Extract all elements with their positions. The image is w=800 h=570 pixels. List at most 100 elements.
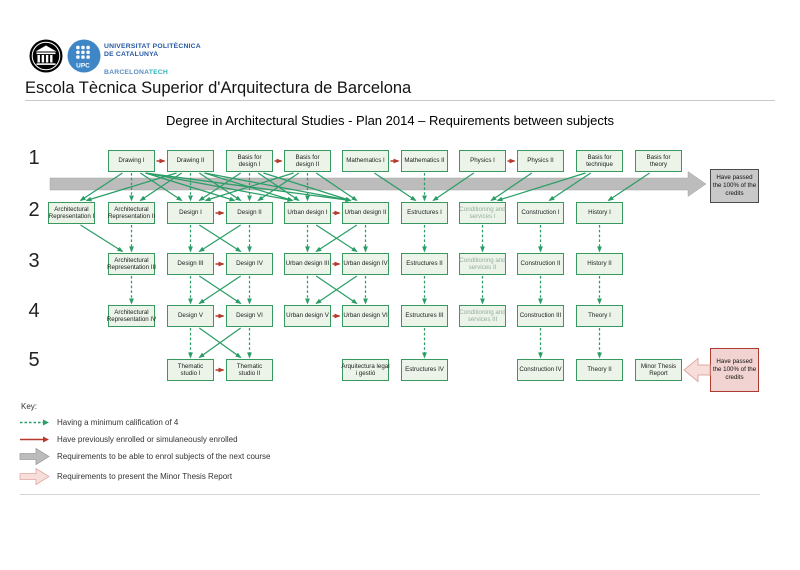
green-arrow [315,224,358,253]
green-arrow [490,172,533,202]
green-dashed-arrow-icon [20,419,49,426]
green-arrow [315,275,358,305]
key-item-pink: Requirements to present the Minor Thesis… [19,467,232,486]
year-label-2: 2 [28,199,40,221]
subject-box-ds4: Design IV [226,253,273,275]
green-arrow [198,327,242,359]
subject-box-c4: Construction IV [517,359,564,381]
green-arrow [263,172,352,202]
subject-box-bd2: Basis for design II [284,150,331,172]
university-line2: DE CATALUNYA [104,51,159,59]
year-label-4: 4 [28,300,40,322]
header-divider [25,100,775,101]
subject-box-ds2: Design II [226,202,273,224]
subject-box-p2: Physics II [517,150,564,172]
subject-box-ar2: Architectural Representation II [108,202,155,224]
key-item-green: Having a minimum calification of 4 [19,417,178,428]
subject-box-c3: Construction III [517,305,564,327]
subject-box-ds5: Design V [167,305,214,327]
subject-box-t1: Theory I [576,305,623,327]
red-arrow-icon [20,436,49,443]
green-arrow [496,172,586,202]
etsab-logo-icon [29,39,63,73]
green-arrow [204,172,294,202]
upc-logo-icon: UPC [67,39,101,73]
subject-box-p1: Physics I [459,150,506,172]
subject-box-alg: Arquitectura legal i gestió [341,359,390,381]
school-name: Escola Tècnica Superior d'Arquitectura d… [25,79,412,97]
green-arrow [199,275,242,305]
subject-box-m2: Mathematics II [401,150,448,172]
university-brand: BARCELONATECH [104,60,201,80]
key-item-red: Have previously enrolled or simulaneousl… [19,434,238,445]
subject-box-ar1: Architectural Representation I [48,202,95,224]
subject-box-ds1: Design I [167,202,214,224]
subject-box-cs2: Conditioning and services II [459,253,506,275]
diagram-title: Degree in Architectural Studies - Plan 2… [165,113,615,128]
year-label-1: 1 [28,147,40,169]
green-arrow [139,172,182,202]
subject-box-u3: Urban design III [284,253,331,275]
key-label-pink: Requirements to present the Minor Thesis… [57,472,233,481]
key-label-green: Having a minimum calification of 4 [57,418,179,427]
green-arrow [140,172,183,202]
university-name-block: UNIVERSITAT POLITÈCNICA DE CATALUNYA BAR… [104,43,201,80]
green-arrow [198,275,241,305]
subject-box-bd1: Basis for design I [226,150,273,172]
green-arrow [199,172,242,202]
subject-box-e3: Estructures III [401,305,448,327]
subject-box-t2: Theory II [576,359,623,381]
subject-box-ar4: Architectural Representation IV [107,305,156,327]
green-arrow [607,172,650,202]
gray-block-arrow-icon [19,447,50,466]
key-title: Key: [21,402,38,411]
key-label-gray: Requirements to be able to enrol subject… [57,452,271,461]
subject-box-u6: Urban design VI [342,305,389,327]
subject-box-u4: Urban design IV [342,253,389,275]
green-arrow [315,172,358,202]
subject-box-h2: History II [576,253,623,275]
green-arrow [432,172,475,202]
subject-box-c1: Construction I [517,202,564,224]
pink-banner-arrow [683,357,711,383]
green-arrow [79,172,123,202]
subject-box-bte: Basis for technique [576,150,623,172]
green-arrow [204,172,294,202]
green-arrow [199,224,242,253]
subject-box-h1: History I [576,202,623,224]
subject-box-mtr: Minor Thesis Report [635,359,682,381]
green-arrow [198,172,241,202]
gray-banner-arrow [49,171,707,197]
subject-box-u2: Urban design II [342,202,389,224]
university-line1: UNIVERSITAT POLITÈCNICA [104,43,201,50]
subject-box-cs3: Conditioning and services III [459,305,506,327]
subject-box-c2: Construction II [517,253,564,275]
green-arrow [257,172,300,202]
subject-box-e2: Estructures II [401,253,448,275]
subject-box-d2: Drawing II [167,150,214,172]
year-label-3: 3 [28,250,40,272]
upc-acronym: UPC [76,63,90,70]
green-arrow [257,172,300,202]
subject-box-e1: Estructures I [401,202,448,224]
subject-box-m1: Mathematics I [342,150,389,172]
bottom-divider [20,494,760,495]
green-arrow [80,224,124,253]
green-arrow [198,224,241,253]
green-arrow [315,275,358,305]
subject-box-ts1: Thematic studio I [167,359,214,381]
subject-box-d1: Drawing I [108,150,155,172]
brand-tech: TECH [148,68,169,76]
green-arrow [198,327,242,359]
green-arrow [315,224,358,253]
subject-box-u1: Urban design I [284,202,331,224]
subject-box-ds6: Design VI [226,305,273,327]
green-arrow [85,172,177,202]
green-arrow [145,172,352,203]
year-label-5: 5 [28,349,40,371]
green-arrow [374,172,417,202]
pink-banner-box: Have passed the 100% of the credits [710,348,759,392]
subject-box-cs1: Conditioning and services I [459,202,506,224]
green-arrow [548,172,591,202]
